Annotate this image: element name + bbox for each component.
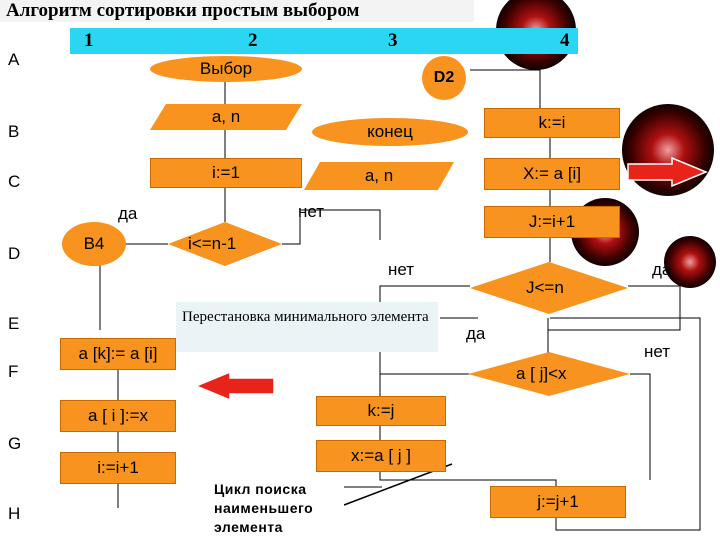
yes-label: да bbox=[466, 324, 486, 343]
k-assign-i-block: k:=i bbox=[484, 108, 620, 138]
decision-aj-label: a [ j]<x bbox=[516, 364, 567, 383]
start-terminal: Выбор bbox=[150, 56, 302, 82]
output-block: a, n bbox=[304, 162, 454, 190]
orb-decoration bbox=[622, 104, 714, 196]
red-arrow-left bbox=[194, 370, 275, 402]
no-label: нет bbox=[388, 260, 415, 279]
output-block-label: a, n bbox=[364, 166, 394, 185]
swap-i-block: a [ i ]:=x bbox=[60, 400, 176, 432]
x-assign-block: X:= a [i] bbox=[484, 158, 620, 190]
row-label: F bbox=[8, 362, 19, 381]
row-label: A bbox=[8, 50, 20, 69]
k-assign-j-block: k:=j bbox=[316, 396, 446, 426]
decision-aj-shape bbox=[468, 352, 630, 396]
row-label: B bbox=[8, 122, 20, 141]
red-arrow-right bbox=[627, 156, 708, 188]
i-init-block: i:=1 bbox=[150, 158, 302, 188]
j-inc-block: j:=j+1 bbox=[490, 486, 626, 518]
decision-j-shape bbox=[470, 262, 628, 314]
column-number: 3 bbox=[388, 30, 398, 51]
column-number: 2 bbox=[248, 30, 258, 51]
swap-note: Перестановка минимального элемента bbox=[176, 302, 438, 352]
no-label: нет bbox=[644, 342, 671, 361]
x-assign-j-block: x:=a [ j ] bbox=[316, 440, 446, 472]
swap-k-block: a [k]:= a [i] bbox=[60, 338, 176, 370]
yes-label: да bbox=[652, 260, 672, 279]
loop-note: Цикл поиска наименьшего элемента bbox=[210, 476, 344, 540]
i-inc-block: i:=i+1 bbox=[60, 452, 176, 484]
connector-b4: B4 bbox=[62, 222, 126, 266]
row-label: D bbox=[8, 244, 21, 263]
input-block-label: a, n bbox=[211, 107, 241, 126]
no-label: нет bbox=[298, 202, 325, 221]
decision-i-shape bbox=[168, 222, 282, 266]
end-terminal: конец bbox=[312, 118, 468, 146]
row-label: E bbox=[8, 314, 20, 333]
connector-d2: D2 bbox=[422, 56, 466, 100]
column-number: 1 bbox=[84, 30, 94, 51]
yes-label: да bbox=[118, 204, 138, 223]
orb-decoration bbox=[664, 236, 716, 288]
row-label: C bbox=[8, 172, 21, 191]
decision-i-label: i<=n-1 bbox=[188, 234, 237, 253]
input-block: a, n bbox=[150, 104, 302, 130]
page-title: Алгоритм сортировки простым выбором bbox=[0, 0, 474, 22]
row-label: H bbox=[8, 504, 21, 523]
decision-j-label: J<=n bbox=[526, 278, 564, 297]
column-header-band bbox=[70, 28, 578, 54]
row-label: G bbox=[8, 434, 22, 453]
j-init-block: J:=i+1 bbox=[484, 206, 620, 238]
column-number: 4 bbox=[560, 30, 570, 51]
